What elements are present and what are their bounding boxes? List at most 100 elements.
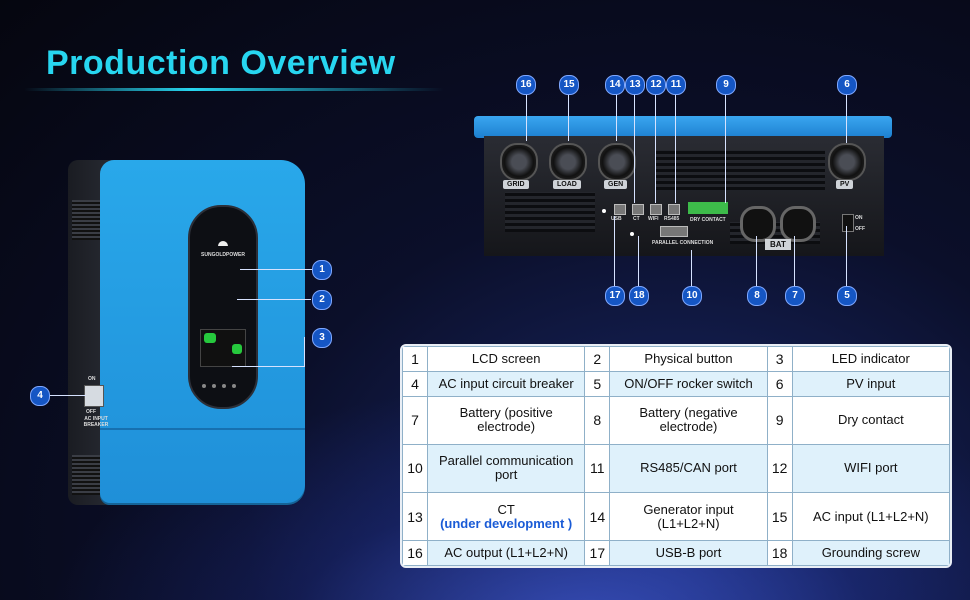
lcd-green-indicator [232,344,242,354]
ct-port [632,204,644,215]
item-label-ct: CT (under development ) [426,491,586,542]
rocker-on-label: ON [855,215,863,221]
item-number: 4 [402,370,428,397]
item-label: WIFI port [791,443,950,493]
grid-label: GRID [503,180,529,189]
item-number: 2 [584,346,611,372]
parallel-port [660,226,688,237]
dry-contact-terminal [688,202,728,214]
callout-6: 6 [837,75,857,95]
rs485-label: RS485 [664,216,680,222]
grid-terminal [500,143,538,181]
leader-line-3 [232,366,304,367]
leader-line-14 [616,93,617,141]
leader-line-11 [675,93,676,203]
item-label: RS485/CAN port [609,443,768,493]
lcd-green-indicator [204,333,216,343]
breaker-on-label: ON [88,376,96,382]
physical-button [232,384,236,388]
callout-18: 18 [629,286,649,306]
table-row: 4 AC input circuit breaker 5 ON/OFF rock… [402,370,950,397]
callout-8: 8 [747,286,767,306]
sun-logo-icon [218,241,228,246]
side-vent-bottom [72,455,100,495]
leader-line-15 [568,93,569,141]
leader-line-16 [526,93,527,141]
bat-label: BAT [765,239,791,250]
dry-contact-label: DRY CONTACT [690,217,726,223]
brand-logo: SUNGOLDPOWER [201,252,245,258]
leader-line-2 [237,299,311,300]
table-row: 16 AC output (L1+L2+N) 17 USB-B port 18 … [402,540,950,566]
side-vent-top [72,200,100,240]
item-label: ON/OFF rocker switch [609,370,768,397]
rs485-port [668,204,680,215]
callout-15: 15 [559,75,579,95]
gen-terminal [598,143,636,181]
item-number: 11 [584,443,611,493]
callout-11: 11 [666,75,686,95]
item-number: 15 [766,491,793,542]
physical-button [202,384,206,388]
item-label: LCD screen [426,346,586,372]
leader-line-17 [614,216,615,286]
item-label: AC output (L1+L2+N) [426,540,586,566]
leader-line-6 [846,93,847,143]
table-row: 13 CT (under development ) 14 Generator … [402,491,950,542]
screw-icon [602,209,606,213]
battery-negative-terminal [740,206,776,242]
callout-16: 16 [516,75,536,95]
ct-development-note: (under development ) [440,515,573,531]
item-label: Battery (positive electrode) [426,395,586,445]
table-row: 1 LCD screen 2 Physical button 3 LED ind… [402,346,950,372]
item-number: 10 [402,443,428,493]
battery-positive-terminal [780,206,816,242]
item-number: 9 [766,395,793,445]
leader-line-9 [725,93,726,203]
item-number: 14 [584,491,611,542]
item-number: 8 [584,395,611,445]
item-number: 3 [766,346,793,372]
back-top-cover [474,116,892,138]
inverter-front-panel: SUNGOLDPOWER [100,160,305,505]
leader-line-4 [48,395,86,396]
item-number: 7 [402,395,428,445]
gen-label: GEN [604,180,628,189]
usb-port [614,204,626,215]
item-number: 17 [584,540,611,566]
ct-label: CT [497,501,515,517]
callout-13: 13 [625,75,645,95]
rocker-switch [842,214,854,232]
callout-2: 2 [312,290,332,310]
front-panel-seam [100,428,305,430]
display-window: SUNGOLDPOWER [188,205,258,409]
item-label: Parallel communication port [426,443,586,493]
breaker-label: AC INPUT BREAKER [83,416,109,428]
item-label: Grounding screw [791,540,950,566]
ct-label: CT [633,216,640,222]
table-row: 7 Battery (positive electrode) 8 Battery… [402,395,950,445]
component-legend-table: 1 LCD screen 2 Physical button 3 LED ind… [400,344,952,568]
item-label: AC input (L1+L2+N) [791,491,950,542]
callout-5: 5 [837,286,857,306]
callout-3: 3 [312,328,332,348]
item-label: USB-B port [609,540,768,566]
load-label: LOAD [553,180,581,189]
leader-line-3 [304,337,305,367]
table-row: 10 Parallel communication port 11 RS485/… [402,443,950,493]
wifi-port [650,204,662,215]
physical-buttons [202,375,242,393]
callout-14: 14 [605,75,625,95]
callout-10: 10 [682,286,702,306]
leader-line-7 [794,236,795,286]
item-label: LED indicator [791,346,950,372]
leader-line-13 [634,93,635,203]
callout-7: 7 [785,286,805,306]
rocker-off-label: OFF [855,226,865,232]
item-number: 1 [402,346,428,372]
leader-line-8 [756,236,757,286]
item-number: 6 [766,370,793,397]
usb-label: USB [611,216,622,222]
vent-grille [655,150,825,190]
leader-line-12 [655,93,656,203]
